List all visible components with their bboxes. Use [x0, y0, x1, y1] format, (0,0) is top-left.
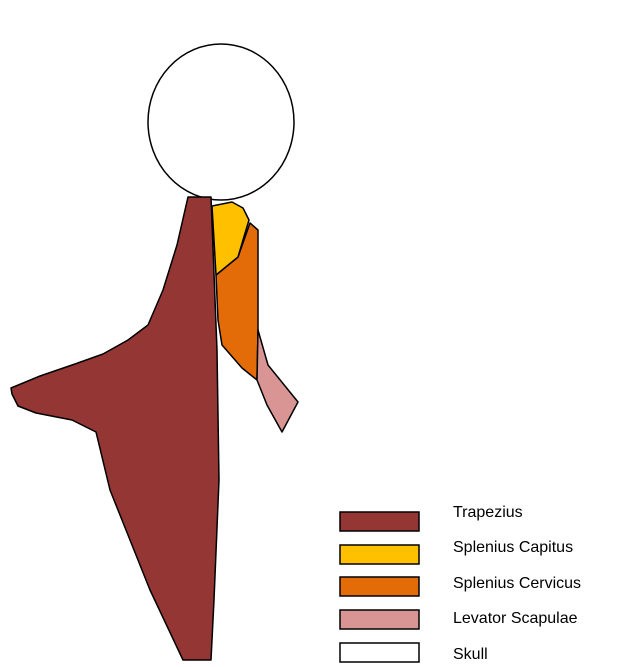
legend: Trapezius Splenius Capitus Splenius Cerv…: [340, 504, 581, 663]
legend-swatch-trapezius: [340, 512, 419, 531]
legend-swatch-levator-scapulae: [340, 610, 419, 629]
skull-shape: [148, 44, 294, 200]
legend-label-skull: Skull: [453, 646, 488, 663]
legend-label-levator-scapulae: Levator Scapulae: [453, 610, 578, 627]
legend-swatch-splenius-cervicus: [340, 577, 419, 596]
legend-label-splenius-capitus: Splenius Capitus: [453, 539, 573, 556]
legend-swatch-skull: [340, 643, 419, 662]
legend-swatch-splenius-capitus: [340, 545, 419, 564]
trapezius-shape: [11, 197, 219, 660]
legend-label-trapezius: Trapezius: [453, 504, 523, 521]
levator-scapulae-shape: [257, 330, 298, 432]
legend-label-splenius-cervicus: Splenius Cervicus: [453, 575, 581, 592]
